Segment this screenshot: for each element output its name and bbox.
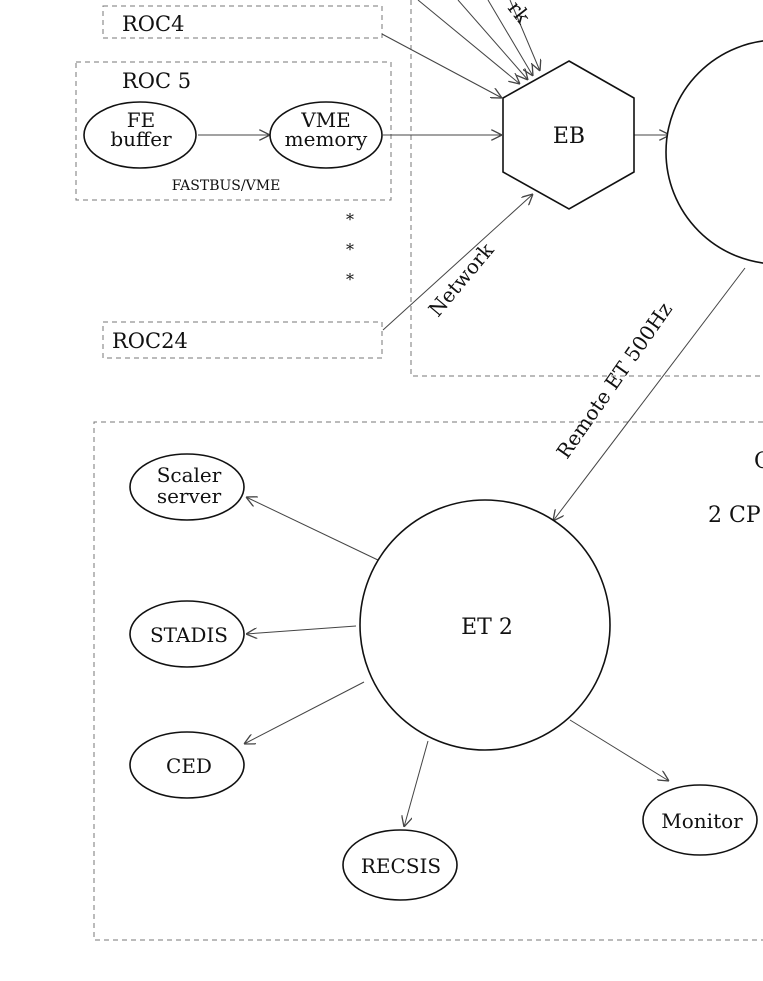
fe-buffer-label-line1: FE xyxy=(127,108,155,132)
et2-region-box xyxy=(93,421,763,941)
roc4-to-eb-arrow xyxy=(381,33,502,98)
network-arrow-2 xyxy=(457,0,528,80)
eb-hexagon xyxy=(502,60,635,210)
scaler-server-node xyxy=(129,453,245,521)
vme-memory-label-line2: memory xyxy=(285,127,368,151)
network-arrow-4 xyxy=(509,0,540,71)
et2-label: ET 2 xyxy=(461,615,513,640)
fe-buffer-label-line2: buffer xyxy=(110,127,172,151)
ced-label: CED xyxy=(166,754,212,778)
ellipsis-star-3: * xyxy=(346,270,354,289)
ellipsis-star-2: * xyxy=(346,240,354,259)
et2-to-scaler-arrow xyxy=(246,497,381,562)
scaler-server-label-line2: server xyxy=(157,484,222,508)
et2-to-stadis-arrow xyxy=(246,625,357,634)
roc24-label: ROC24 xyxy=(112,329,188,353)
fastbus-vme-label: FASTBUS/VME xyxy=(172,178,281,194)
roc24-box xyxy=(102,321,383,359)
roc24-to-eb-arrow xyxy=(382,194,533,331)
stadis-node xyxy=(129,600,245,668)
network-bottom-label: Network xyxy=(423,238,499,322)
ced-node xyxy=(129,731,245,799)
network-arrow-3 xyxy=(487,0,533,76)
stadis-label: STADIS xyxy=(150,623,228,647)
ellipsis-star-1: * xyxy=(346,210,354,229)
scaler-server-label-line1: Scaler xyxy=(157,463,222,487)
et1-circle xyxy=(665,40,763,264)
network-top-label: rk xyxy=(503,0,536,29)
remote-et-arrow xyxy=(553,267,746,521)
et2-to-recsis-arrow xyxy=(404,740,429,827)
et2-to-ced-arrow xyxy=(244,681,365,744)
vme-memory-node xyxy=(269,101,383,169)
remote-et-label: Remote ET 500Hz xyxy=(551,298,677,463)
eb-label: EB xyxy=(553,124,585,149)
monitor-node xyxy=(642,784,758,856)
recsis-label: RECSIS xyxy=(361,854,441,878)
roc5-label: ROC 5 xyxy=(122,69,191,93)
right-cutoff-label-2: 2 CP xyxy=(708,503,761,528)
fe-buffer-node xyxy=(83,101,197,169)
et2-to-monitor-arrow xyxy=(569,719,669,781)
et2-circle xyxy=(359,499,611,751)
monitor-label: Monitor xyxy=(661,809,743,833)
network-arrow-1 xyxy=(417,0,520,84)
roc4-box xyxy=(102,5,383,39)
vme-memory-label-line1: VME xyxy=(300,108,351,132)
roc5-box xyxy=(75,61,392,201)
right-cutoff-label-1: C xyxy=(754,449,763,474)
roc4-label: ROC4 xyxy=(122,12,184,36)
recsis-node xyxy=(342,829,458,901)
